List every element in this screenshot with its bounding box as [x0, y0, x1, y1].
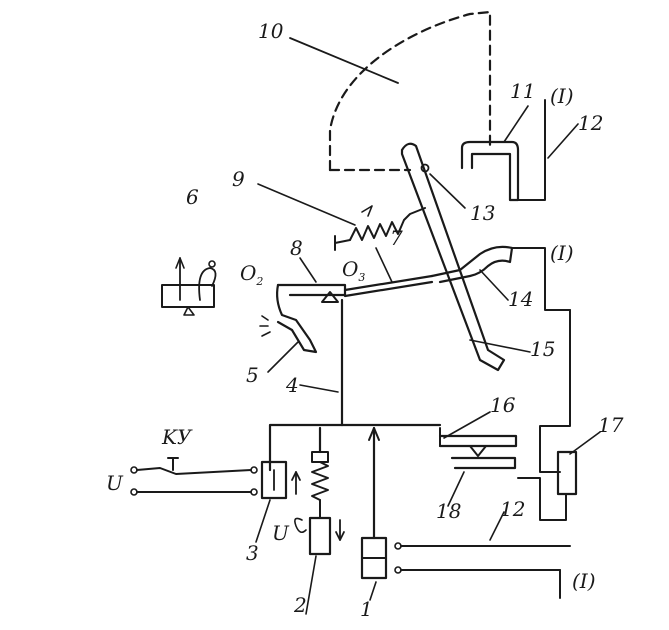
- connecting-rod-7: [343, 247, 434, 298]
- label-15: 15: [530, 337, 555, 361]
- label-1: 1: [360, 597, 373, 621]
- label-13: 13: [470, 201, 495, 225]
- lever-8: [276, 257, 347, 303]
- label-14: 14: [508, 287, 533, 311]
- component-17: [517, 309, 601, 521]
- label-7: 7: [390, 226, 403, 250]
- label-11: 11: [510, 79, 535, 103]
- label-8: 8: [290, 236, 303, 260]
- contact-16-18: [438, 411, 518, 507]
- label-6: 6: [186, 185, 199, 209]
- opening-spring-9: [257, 183, 426, 251]
- conductor-12-top: [547, 123, 579, 159]
- rod-4: [299, 298, 344, 427]
- label-4: 4: [285, 373, 299, 397]
- label-10: 10: [258, 19, 284, 43]
- fixed-contact-11: [460, 99, 546, 202]
- phase-label-top: (I): [550, 84, 574, 108]
- latch-5: [259, 283, 318, 373]
- phase-label-mid: (I): [550, 241, 574, 265]
- label-9: 9: [232, 167, 245, 191]
- control-key-switch: [130, 457, 252, 496]
- electromagnet-3: [250, 460, 301, 543]
- label-12-bottom: 12: [500, 497, 525, 521]
- supply-label-u2: U: [272, 521, 290, 545]
- label-18: 18: [436, 499, 461, 523]
- electromagnet-2: [294, 426, 345, 615]
- label-5: 5: [246, 363, 259, 387]
- control-key-label: KУ: [161, 425, 193, 449]
- label-3: 3: [246, 541, 259, 565]
- contact-14: [430, 245, 571, 311]
- electromagnet-1: [360, 426, 571, 601]
- phase-label-bottom: (I): [572, 569, 596, 593]
- arc-chute-10: [289, 10, 492, 172]
- label-2: 2: [293, 593, 307, 617]
- conductor-12-bottom: [489, 511, 505, 541]
- supply-label-u: U: [106, 471, 124, 495]
- moving-contact-15: [400, 142, 531, 372]
- label-16: 16: [490, 393, 516, 417]
- pivot-o3-label: O3: [342, 257, 365, 284]
- label-12-top: 12: [578, 111, 603, 135]
- pivot-o2-label: O2: [240, 261, 263, 288]
- label-17: 17: [598, 413, 624, 437]
- control-bus: [268, 423, 442, 472]
- detail-6: [161, 257, 217, 316]
